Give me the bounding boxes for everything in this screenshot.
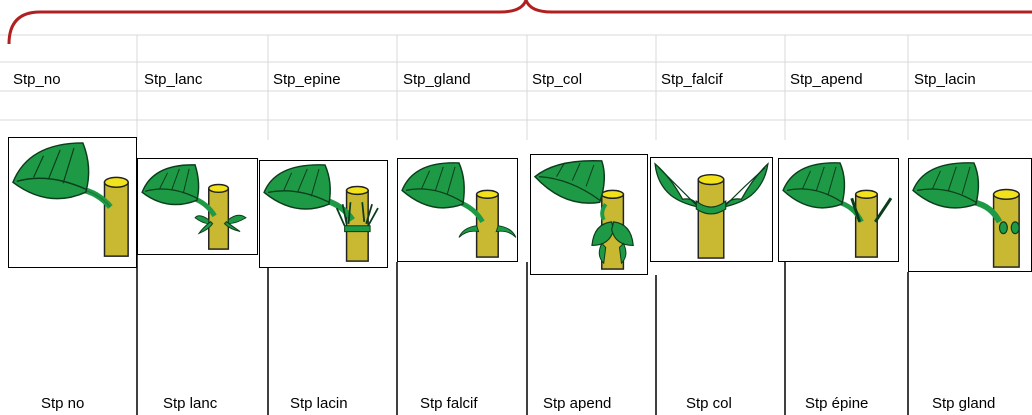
stipule-laciniate-icon bbox=[259, 160, 388, 268]
stipule-spine-icon bbox=[778, 158, 899, 262]
footer-label-4: Stp falcif bbox=[420, 395, 478, 412]
header-label-5: Stp_col bbox=[532, 71, 583, 88]
header-label-8: Stp_lacin bbox=[914, 71, 976, 88]
footer-label-7: Stp épine bbox=[805, 395, 869, 412]
header-label-3: Stp_epine bbox=[273, 71, 341, 88]
footer-label-3: Stp lacin bbox=[290, 395, 348, 412]
footer-label-8: Stp gland bbox=[932, 395, 996, 412]
stipule-appendage-icon bbox=[530, 154, 648, 275]
header-label-6: Stp_falcif bbox=[661, 71, 723, 88]
brace-bracket bbox=[7, 0, 1032, 45]
footer-label-1: Stp no bbox=[41, 395, 85, 412]
footer-label-5: Stp apend bbox=[543, 395, 612, 412]
header-label-7: Stp_apend bbox=[790, 71, 863, 88]
stipule-none-icon bbox=[8, 137, 137, 268]
stipule-collar-icon bbox=[650, 157, 773, 262]
stipule-falcate-icon bbox=[397, 158, 518, 262]
footer-label-2: Stp lanc bbox=[163, 395, 218, 412]
footer-label-6: Stp col bbox=[686, 395, 732, 412]
header-label-4: Stp_gland bbox=[403, 71, 471, 88]
stipule-gland-icon bbox=[908, 158, 1032, 272]
header-label-2: Stp_lanc bbox=[144, 71, 203, 88]
stipule-lanceolate-icon bbox=[137, 158, 258, 255]
header-label-1: Stp_no bbox=[13, 71, 61, 88]
